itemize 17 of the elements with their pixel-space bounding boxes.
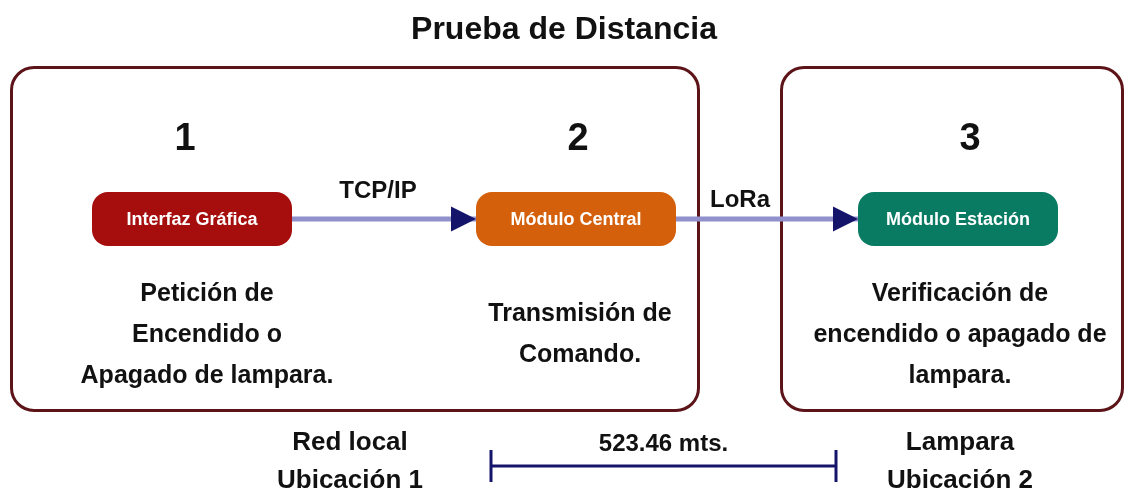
module-pill: Interfaz Gráfica: [92, 192, 292, 246]
module-pill: Módulo Estación: [858, 192, 1058, 246]
group-frame: [10, 66, 700, 412]
diagram-title: Prueba de Distancia: [410, 10, 719, 47]
arrow: [676, 206, 858, 232]
step-number: 3: [958, 116, 982, 159]
step-number: 1: [173, 116, 197, 159]
distance-label: 523.46 mts.: [597, 428, 730, 458]
step-description: Transmisión de Comando.: [487, 297, 673, 369]
step-description: Verificación de encendido o apagado de lampara.: [812, 277, 1108, 390]
location-label: Red local Ubicación 1: [276, 425, 424, 493]
location-label: Lampara Ubicación 2: [886, 425, 1034, 493]
step-description: Petición de Encendido o Apagado de lampara.: [79, 277, 335, 390]
group-frame: [780, 66, 1124, 412]
arrow: [292, 206, 476, 232]
module-pill: Módulo Central: [476, 192, 676, 246]
step-number: 2: [566, 116, 590, 159]
